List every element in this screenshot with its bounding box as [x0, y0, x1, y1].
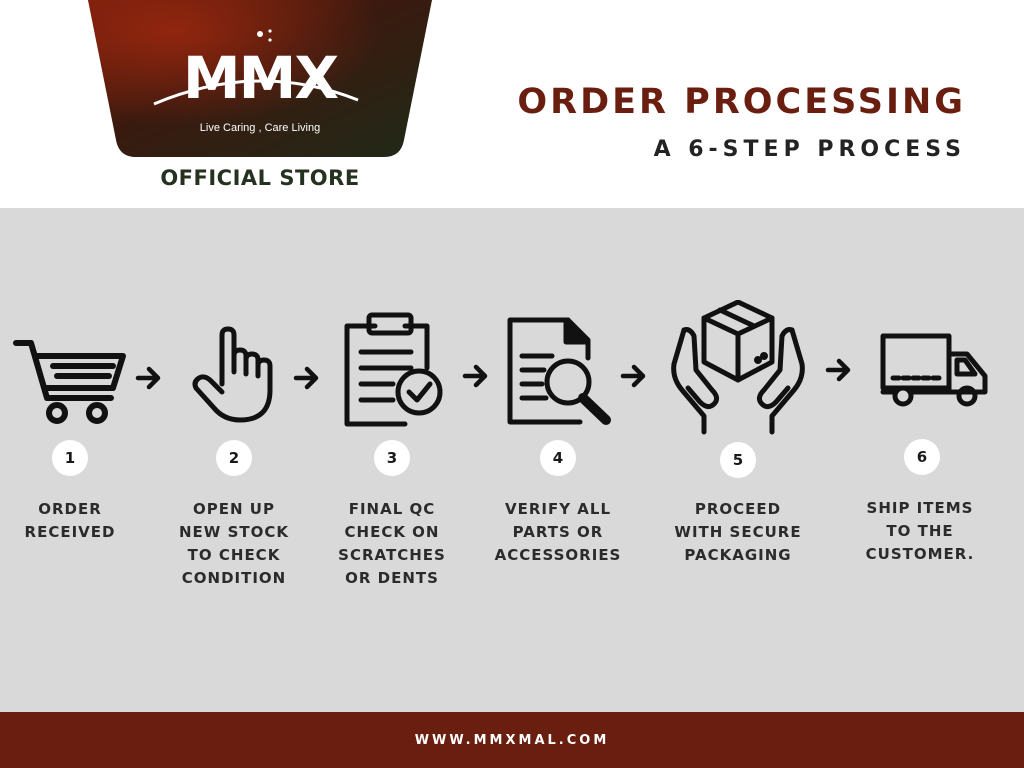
step-label-line: NEW STOCK: [179, 523, 289, 541]
footer: WWW.MMXMAL.COM: [0, 712, 1024, 768]
step-label-line: SHIP ITEMS: [866, 499, 974, 517]
step-number: 4: [540, 440, 576, 476]
step-label-line: PACKAGING: [684, 546, 792, 564]
step-label: OPEN UP NEW STOCK TO CHECK CONDITION: [154, 498, 314, 590]
step-5: 5 PROCEED WITH SECURE PACKAGING: [658, 208, 818, 712]
arrow-right-icon: [293, 366, 319, 390]
arrow-right-icon: [620, 364, 646, 388]
step-4: 4 VERIFY ALL PARTS OR ACCESSORIES: [478, 208, 638, 712]
step-label-line: ORDER: [38, 500, 102, 518]
logo-dots-icon: [257, 29, 272, 42]
step-label-line: WITH SECURE: [674, 523, 802, 541]
step-label-line: OR DENTS: [345, 569, 439, 587]
step-number: 3: [374, 440, 410, 476]
step-label: SHIP ITEMS TO THE CUSTOMER.: [840, 497, 1000, 566]
step-label-line: RECEIVED: [24, 523, 116, 541]
shopping-cart-icon: [0, 338, 150, 424]
document-search-icon: [478, 316, 638, 428]
clipboard-check-icon: [312, 312, 472, 428]
arrow-right-icon: [135, 366, 161, 390]
step-number: 2: [216, 440, 252, 476]
step-label-line: PROCEED: [694, 500, 782, 518]
website-link[interactable]: WWW.MMXMAL.COM: [414, 733, 610, 748]
page-subtitle: A 6-STEP PROCESS: [653, 137, 966, 162]
step-2: 2 OPEN UP NEW STOCK TO CHECK CONDITION: [154, 208, 314, 712]
step-label: FINAL QC CHECK ON SCRATCHES OR DENTS: [312, 498, 472, 590]
arrow-right-icon: [462, 364, 488, 388]
step-label-line: TO THE: [886, 522, 954, 540]
step-label-line: SCRATCHES: [338, 546, 446, 564]
step-label-line: ACCESSORIES: [494, 546, 622, 564]
process-panel: 1 ORDER RECEIVED 2 OPEN UP NEW STOCK TO …: [0, 208, 1024, 712]
step-label: ORDER RECEIVED: [0, 498, 150, 544]
brand-logo-text: MMX: [182, 44, 339, 112]
step-label-line: VERIFY ALL: [504, 500, 612, 518]
step-number: 6: [904, 439, 940, 475]
brand-tagline: Live Caring , Care Living: [199, 122, 321, 134]
logo-badge: MMX Live Caring , Care Living: [88, 0, 432, 157]
step-label-line: CONDITION: [181, 569, 287, 587]
hands-box-icon: [658, 300, 818, 436]
step-label-line: CUSTOMER.: [865, 545, 975, 563]
step-label: VERIFY ALL PARTS OR ACCESSORIES: [478, 498, 638, 567]
pointing-hand-icon: [154, 326, 314, 424]
logo-badge-shape: [88, 0, 432, 157]
step-6: 6 SHIP ITEMS TO THE CUSTOMER.: [854, 208, 1014, 712]
step-label-line: PARTS OR: [512, 523, 604, 541]
arrow-right-icon: [825, 358, 851, 382]
page-title: ORDER PROCESSING: [517, 82, 966, 122]
step-1: 1 ORDER RECEIVED: [0, 208, 150, 712]
step-number: 5: [720, 442, 756, 478]
step-number: 1: [52, 440, 88, 476]
step-label-line: FINAL QC: [348, 500, 436, 518]
official-store-label: OFFICIAL STORE: [160, 166, 360, 190]
step-label: PROCEED WITH SECURE PACKAGING: [658, 498, 818, 567]
delivery-truck-icon: [854, 332, 1014, 408]
step-3: 3 FINAL QC CHECK ON SCRATCHES OR DENTS: [312, 208, 472, 712]
step-label-line: TO CHECK: [187, 546, 281, 564]
step-label-line: CHECK ON: [344, 523, 440, 541]
header: MMX Live Caring , Care Living OFFICIAL S…: [0, 0, 1024, 208]
step-label-line: OPEN UP: [193, 500, 275, 518]
